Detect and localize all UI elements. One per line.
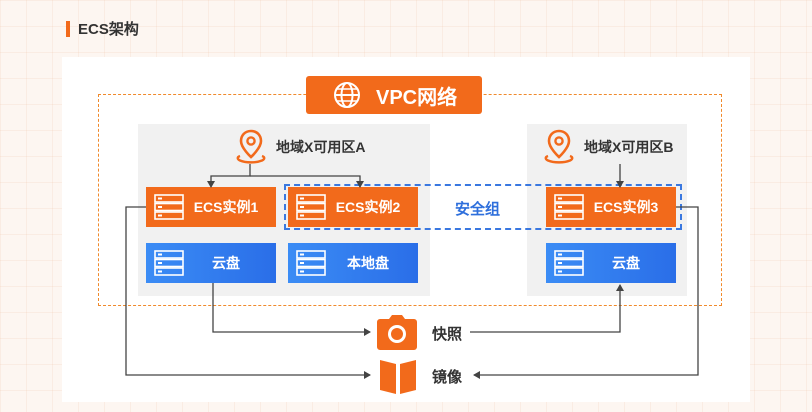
server-icon <box>296 250 326 276</box>
connector-zone-a <box>207 164 251 188</box>
cloud-disk-b-label: 云盘 <box>612 255 640 271</box>
section-heading: ECS架构 <box>66 18 139 39</box>
heading-accent-bar <box>66 20 70 37</box>
cloud-disk-a-label: 云盘 <box>212 255 240 271</box>
ecs-instance-3: ECS实例3 <box>546 187 676 227</box>
ecs-instance-2: ECS实例2 <box>288 187 418 227</box>
image-icon <box>380 360 416 394</box>
zone-b-label: 地域X可用区B <box>584 139 674 155</box>
cloud-disk-a: 云盘 <box>146 243 276 283</box>
camera-icon <box>377 315 417 350</box>
snapshot-label: 快照 <box>432 326 463 343</box>
server-icon <box>296 194 326 220</box>
connector-image-out <box>473 206 699 379</box>
ecs-instance-2-label: ECS实例2 <box>335 199 401 215</box>
server-icon <box>154 250 184 276</box>
cloud-disk-b: 云盘 <box>546 243 676 283</box>
ecs-instance-1: ECS实例1 <box>146 187 276 227</box>
local-disk-label: 本地盘 <box>347 255 389 271</box>
vpc-label-text: VPC网络 <box>376 86 458 109</box>
ecs-instance-3-label: ECS实例3 <box>593 199 659 215</box>
ecs-instance-1-label: ECS实例1 <box>193 199 259 215</box>
globe-icon <box>334 82 360 108</box>
security-group-label: 安全组 <box>455 201 501 218</box>
image-label: 镜像 <box>432 369 463 386</box>
location-pin-icon <box>544 129 574 164</box>
connector-image-in <box>125 206 371 379</box>
connector-snapshot-out <box>470 284 624 333</box>
server-icon <box>554 250 584 276</box>
server-icon <box>154 194 184 220</box>
zone-a-label: 地域X可用区A <box>276 139 366 155</box>
local-disk: 本地盘 <box>288 243 418 283</box>
zone-a-title: 地域X可用区A <box>234 128 365 166</box>
connector-snapshot-in <box>212 283 371 336</box>
connector-zone-a <box>250 175 364 188</box>
location-pin-icon <box>236 129 266 164</box>
page-title: ECS架构 <box>78 21 139 38</box>
server-icon <box>554 194 584 220</box>
vpc-label: VPC网络 <box>306 76 482 114</box>
zone-b-title: 地域X可用区B <box>542 128 673 166</box>
